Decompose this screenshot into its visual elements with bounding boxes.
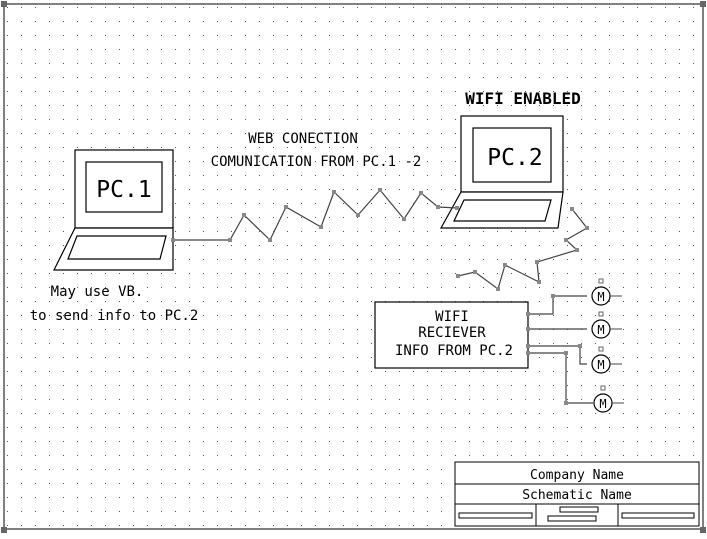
motor-1: M	[591, 278, 622, 306]
company-name: Company Name	[530, 468, 624, 483]
wifi-link	[457, 208, 588, 290]
pc1-laptop	[53, 149, 174, 271]
wifi-receiver-box	[374, 301, 529, 369]
motor-wires	[528, 295, 593, 404]
web-connection-nodes	[171, 188, 459, 242]
receiver-line-3: INFO FROM PC.2	[395, 343, 513, 359]
motor-3: M	[591, 346, 622, 374]
pc2-display	[472, 127, 552, 183]
receiver-line-2: RECIEVER	[418, 325, 486, 341]
motor-1-symbol: M	[597, 290, 604, 304]
motor-2-symbol: M	[597, 323, 604, 337]
pc2-label: PC.2	[487, 145, 542, 171]
receiver-line-1: WIFI	[435, 309, 469, 325]
schematic-name: Schematic Name	[522, 488, 632, 503]
pc2-keyboard	[453, 199, 552, 222]
motor-wire-nodes	[526, 294, 582, 405]
pc2-laptop	[439, 115, 564, 229]
sheet-border	[3, 3, 704, 530]
motor-4-symbol: M	[599, 397, 606, 411]
communication-label: COMUNICATION FROM PC.1 -2	[211, 154, 422, 170]
note-line-1: May use VB.	[51, 284, 144, 300]
title-block	[454, 461, 700, 527]
motor-3-symbol: M	[597, 358, 604, 372]
wifi-link-nodes	[456, 207, 589, 291]
motor-4: M	[593, 385, 624, 413]
pc1-display	[85, 161, 163, 213]
note-line-2: to send info to PC.2	[30, 308, 199, 324]
pc1-label: PC.1	[96, 177, 151, 203]
pc1-keyboard	[67, 235, 167, 260]
web-connection-label: WEB CONECTION	[248, 131, 358, 147]
motor-2: M	[591, 311, 622, 339]
title-block-fields	[458, 506, 695, 522]
wifi-enabled-label: WIFI ENABLED	[465, 89, 581, 108]
